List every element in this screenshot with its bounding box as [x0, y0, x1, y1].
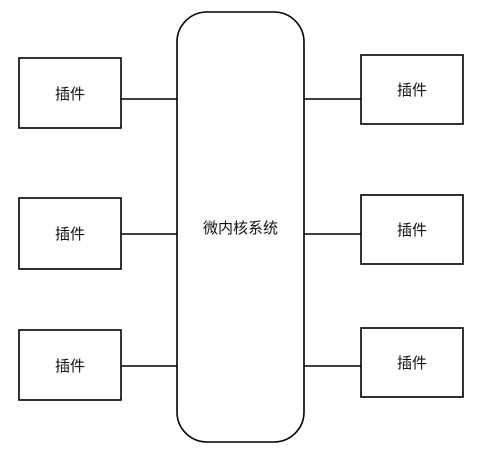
plugin-box [18, 197, 122, 270]
plugin-box [18, 57, 122, 129]
plugin-left-2: 插件 [18, 197, 122, 270]
plugin-left-3: 插件 [18, 329, 122, 401]
plugin-label: 插件 [55, 225, 85, 243]
plugin-box [360, 54, 464, 125]
core-system-label: 微内核系统 [203, 219, 278, 237]
plugin-box [360, 194, 464, 265]
connectors [121, 98, 361, 367]
plugin-right-3: 插件 [360, 327, 464, 398]
plugin-label: 插件 [55, 357, 85, 375]
plugin-label: 插件 [55, 85, 85, 103]
plugin-right-1: 插件 [360, 54, 464, 125]
plugin-label: 插件 [397, 354, 427, 372]
plugin-box [360, 327, 464, 398]
core-system-shape [176, 11, 305, 443]
plugin-label: 插件 [397, 81, 427, 99]
plugin-right-2: 插件 [360, 194, 464, 265]
core-system: 微内核系统 [176, 11, 305, 443]
plugin-left-1: 插件 [18, 57, 122, 129]
plugin-box [18, 329, 122, 401]
plugin-label: 插件 [397, 221, 427, 239]
